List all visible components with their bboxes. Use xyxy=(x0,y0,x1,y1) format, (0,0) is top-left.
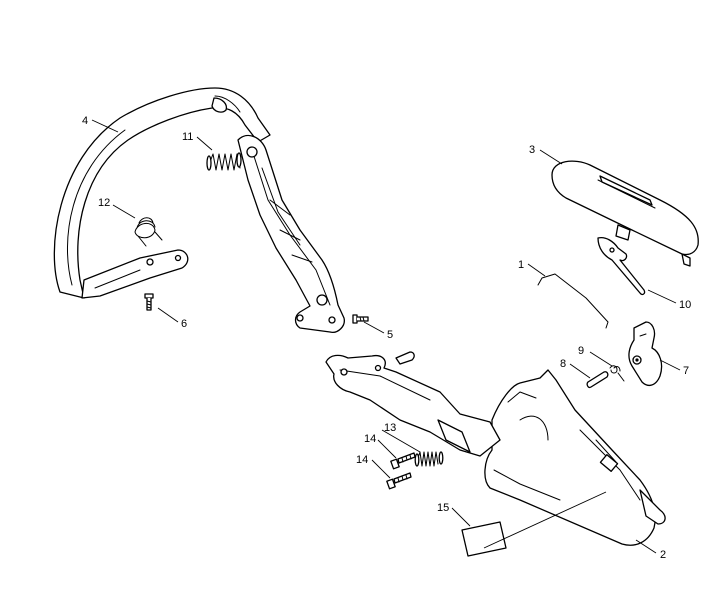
callout-7: 7 xyxy=(683,365,689,377)
pin-part-8 xyxy=(586,371,609,389)
spring-part-11 xyxy=(206,152,242,171)
callout-14-upper: 14 xyxy=(364,433,376,445)
callout-3: 3 xyxy=(529,144,535,156)
callout-14-lower: 14 xyxy=(356,454,368,466)
callout-2: 2 xyxy=(660,549,666,561)
brake-lever-part-7 xyxy=(628,321,663,387)
callout-5: 5 xyxy=(387,329,393,341)
small-spring-part-9 xyxy=(609,365,625,382)
callout-12: 12 xyxy=(98,197,110,209)
torsion-spring-part-12 xyxy=(134,217,163,247)
callout-15: 15 xyxy=(437,502,449,514)
brake-lever-arm-part xyxy=(237,134,345,333)
callout-9: 9 xyxy=(578,345,584,357)
screw-part-6 xyxy=(144,293,154,311)
callout-1: 1 xyxy=(518,259,524,271)
callout-8: 8 xyxy=(560,358,566,370)
bolt-part-14-upper xyxy=(390,452,416,470)
leader-lines xyxy=(91,119,681,554)
callout-10: 10 xyxy=(679,299,691,311)
spring-part-13 xyxy=(414,451,444,467)
wire-rod-part-1 xyxy=(537,273,609,329)
guide-rail-part xyxy=(325,351,501,457)
label-part-15 xyxy=(461,521,507,557)
callout-6: 6 xyxy=(181,318,187,330)
sprocket-cover-part-2 xyxy=(484,369,666,546)
screw-part-5 xyxy=(352,314,369,324)
callout-11: 11 xyxy=(182,131,193,143)
bolt-part-14-lower xyxy=(386,472,412,490)
top-cover-part-3 xyxy=(551,160,699,267)
front-handle-part xyxy=(53,87,271,299)
callout-4: 4 xyxy=(82,115,88,127)
callout-13: 13 xyxy=(384,422,396,434)
latch-part-10 xyxy=(597,236,646,296)
